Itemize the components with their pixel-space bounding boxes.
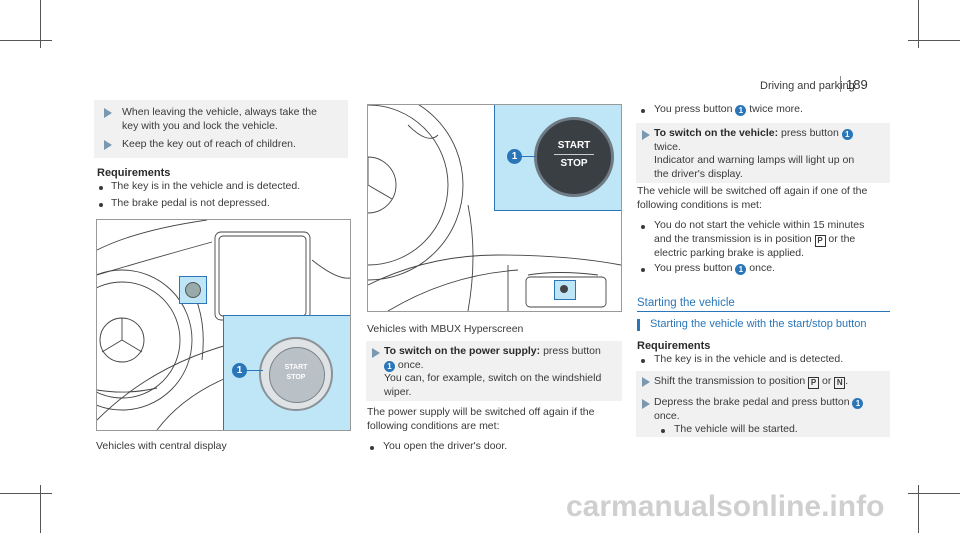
start-stop-button: [269, 347, 325, 403]
bullet: [661, 429, 665, 433]
bullet: [99, 203, 103, 207]
body-text: The vehicle will be switched off again i…: [637, 185, 868, 211]
requirement-item: The key is in the vehicle and is detecte…: [654, 353, 844, 365]
bullet: [370, 446, 374, 450]
step-text: To switch on the vehicle: press button 1…: [654, 127, 855, 180]
callout-line: [520, 156, 536, 157]
bullet: [641, 268, 645, 272]
section-heading: Starting the vehicle: [637, 297, 735, 309]
crop-mark: [40, 485, 41, 533]
requirements-heading: Requirements: [97, 167, 171, 179]
callout-number-icon: 1: [384, 360, 395, 372]
crop-mark: [908, 493, 960, 494]
step-arrow-icon: [104, 140, 112, 150]
step-arrow-icon: [642, 130, 650, 140]
result-item: The vehicle will be started.: [674, 423, 798, 435]
hyperscreen-illustration: START STOP 1: [367, 104, 622, 312]
callout-line: [245, 370, 263, 371]
hyperscreen-drawing: [368, 105, 621, 311]
bullet: [99, 186, 103, 190]
section-rule: [637, 311, 890, 312]
bullet-item: You open the driver's door.: [383, 440, 508, 452]
section-name: Driving and parking: [760, 80, 855, 92]
figure-caption: Vehicles with MBUX Hyperscreen: [367, 323, 524, 335]
callout-number: 1: [507, 149, 522, 164]
start-button-highlight: [179, 276, 207, 304]
bullet-item: You press button 1 twice more.: [654, 103, 803, 116]
callout-number-icon: 1: [852, 398, 864, 409]
gear-p-icon: P: [814, 234, 826, 247]
callout-number-icon: 1: [841, 129, 853, 140]
central-display-illustration: START STOP 1: [96, 219, 351, 431]
crop-mark: [0, 493, 52, 494]
crop-mark: [918, 0, 919, 48]
instruction-step-box: [636, 371, 890, 393]
step-arrow-icon: [642, 377, 650, 387]
button-label-start: START: [557, 140, 591, 151]
callout-number-icon: 1: [735, 264, 747, 275]
step-text: Depress the brake pedal and press button…: [654, 396, 864, 423]
start-button-small: [560, 285, 568, 293]
watermark: carmanualsonline.info: [566, 490, 885, 523]
body-text: The power supply will be switched off ag…: [367, 406, 595, 432]
bullet: [641, 109, 645, 113]
step-text: Shift the transmission to position P or …: [654, 375, 849, 389]
subheading: Starting the vehicle with the start/stop…: [650, 318, 867, 330]
page-number: 189: [846, 77, 868, 92]
bullet: [641, 225, 645, 229]
instruction-step-box: [636, 393, 890, 437]
requirements-heading: Requirements: [637, 340, 711, 352]
step-text: To switch on the power supply: press but…: [384, 345, 602, 398]
crop-mark: [0, 40, 52, 41]
start-button-small: [185, 282, 201, 298]
step-text: Keep the key out of reach of children.: [122, 138, 296, 150]
header-rule: [840, 76, 841, 92]
crop-mark: [40, 0, 41, 48]
step-arrow-icon: [642, 399, 650, 409]
running-header: Driving and parking: [760, 80, 855, 94]
crop-mark: [918, 485, 919, 533]
start-stop-button-ring: [534, 117, 614, 197]
callout-number-icon: 1: [735, 105, 747, 116]
bullet-item: You press button 1 once.: [654, 262, 775, 275]
button-label-stop: STOP: [286, 374, 306, 381]
gear-p-icon: P: [808, 377, 820, 389]
requirement-item: The key is in the vehicle and is detecte…: [111, 180, 301, 192]
bullet: [641, 359, 645, 363]
instruction-step-box: [366, 341, 622, 401]
button-label-stop: STOP: [560, 158, 588, 169]
bullet-item: You do not start the vehicle within 15 m…: [654, 219, 865, 259]
button-label-start: START: [284, 364, 308, 371]
button-divider: [554, 154, 594, 155]
requirement-item: The brake pedal is not depressed.: [111, 197, 270, 209]
safety-step-box: [94, 100, 348, 158]
step-text: When leaving the vehicle, always take th…: [122, 106, 317, 132]
figure-caption: Vehicles with central display: [96, 440, 227, 452]
callout-number: 1: [232, 363, 247, 378]
step-arrow-icon: [104, 108, 112, 118]
gear-n-icon: N: [834, 377, 846, 389]
subheading-bar: [637, 319, 640, 331]
step-arrow-icon: [372, 348, 380, 358]
crop-mark: [908, 40, 960, 41]
